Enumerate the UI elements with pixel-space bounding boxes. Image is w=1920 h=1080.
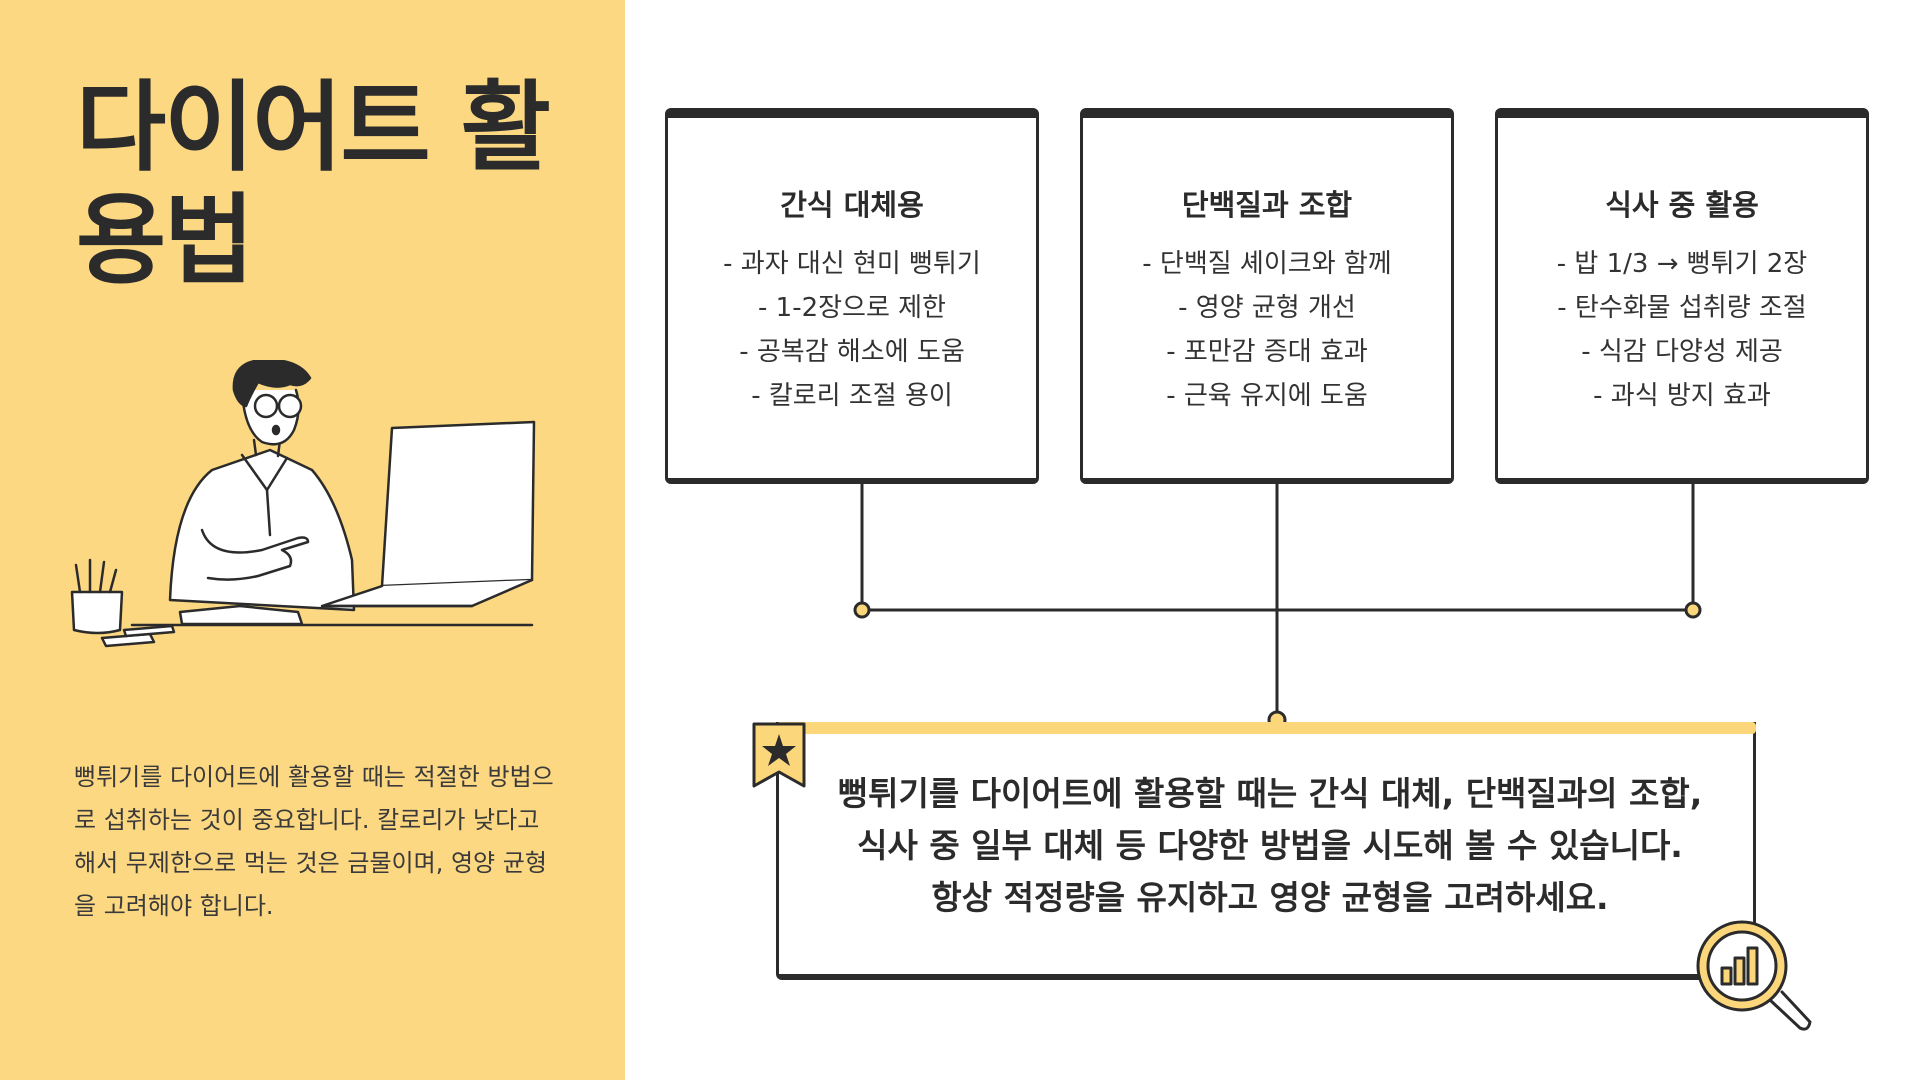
connector-dot <box>853 601 871 619</box>
list-item: - 1-2장으로 제한 <box>758 293 946 323</box>
list-item: - 과식 방지 효과 <box>1593 381 1771 411</box>
list-item: - 공복감 해소에 도움 <box>739 337 965 367</box>
list-item: - 탄수화물 섭취량 조절 <box>1557 293 1807 323</box>
magnifier-chart-icon <box>1696 920 1812 1031</box>
card-title: 식사 중 활용 <box>1605 188 1759 222</box>
list-item: - 과자 대신 현미 뻥튀기 <box>723 249 981 279</box>
card-list: - 밥 1/3 → 뻥튀기 2장 - 탄수화물 섭취량 조절 - 식감 다양성 … <box>1498 242 1866 418</box>
summary-text: 뻥튀기를 다이어트에 활용할 때는 간식 대체, 단백질과의 조합, 식사 중 … <box>820 768 1720 924</box>
summary-line: 항상 적정량을 유지하고 영양 균형을 고려하세요. <box>931 878 1609 917</box>
page-title: 다이어트 활용법 <box>76 71 551 298</box>
card-title: 간식 대체용 <box>780 188 924 222</box>
list-item: - 밥 1/3 → 뻥튀기 2장 <box>1556 249 1808 279</box>
summary-accent-bar <box>776 722 1756 734</box>
list-item: - 영양 균형 개선 <box>1178 293 1356 323</box>
card-meal-usage: 식사 중 활용 - 밥 1/3 → 뻥튀기 2장 - 탄수화물 섭취량 조절 -… <box>1495 108 1869 484</box>
list-item: - 식감 다양성 제공 <box>1581 337 1783 367</box>
person-laptop-illustration <box>70 360 536 648</box>
summary-box <box>776 722 1756 980</box>
list-item: - 칼로리 조절 용이 <box>751 381 953 411</box>
card-title: 단백질과 조합 <box>1181 188 1353 222</box>
summary-line: 뻥튀기를 다이어트에 활용할 때는 간식 대체, 단백질과의 조합, <box>837 774 1703 813</box>
card-list: - 과자 대신 현미 뻥튀기 - 1-2장으로 제한 - 공복감 해소에 도움 … <box>668 242 1036 418</box>
list-item: - 포만감 증대 효과 <box>1166 337 1368 367</box>
star-icon <box>752 722 806 788</box>
card-list: - 단백질 셰이크와 함께 - 영양 균형 개선 - 포만감 증대 효과 - 근… <box>1083 242 1451 418</box>
list-item: - 근육 유지에 도움 <box>1166 381 1368 411</box>
list-item: - 단백질 셰이크와 함께 <box>1142 249 1392 279</box>
summary-line: 식사 중 일부 대체 등 다양한 방법을 시도해 볼 수 있습니다. <box>857 826 1683 865</box>
card-protein-combo: 단백질과 조합 - 단백질 셰이크와 함께 - 영양 균형 개선 - 포만감 증… <box>1080 108 1454 484</box>
card-snack-replacement: 간식 대체용 - 과자 대신 현미 뻥튀기 - 1-2장으로 제한 - 공복감 … <box>665 108 1039 484</box>
connector-dot <box>1684 601 1702 619</box>
left-description: 뻥튀기를 다이어트에 활용할 때는 적절한 방법으로 섭취하는 것이 중요합니다… <box>74 763 554 920</box>
